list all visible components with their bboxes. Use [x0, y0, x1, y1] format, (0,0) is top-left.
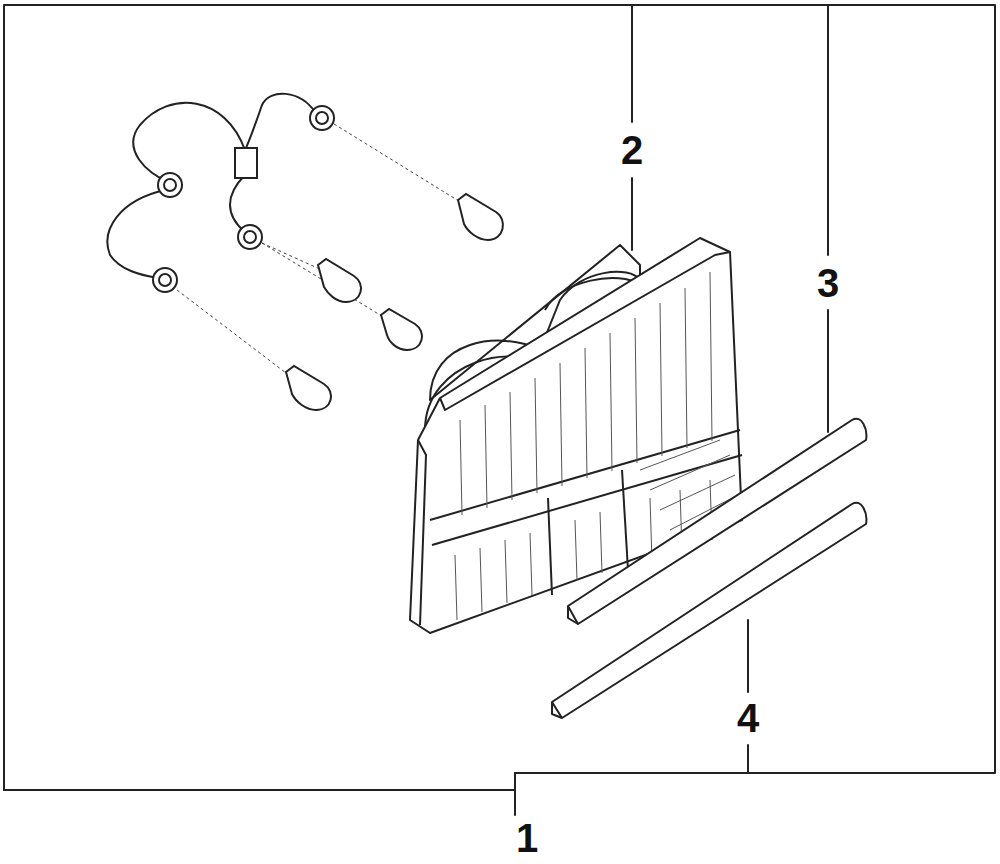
lens-hatching [455, 272, 738, 620]
leader-line [631, 178, 633, 250]
callout-number: 4 [734, 696, 762, 740]
group-bracket [4, 789, 515, 791]
lamp-housing [410, 238, 742, 633]
leader-line [631, 5, 633, 122]
bulb [286, 194, 503, 410]
callout-number: 3 [814, 261, 842, 305]
leader-line [514, 773, 516, 815]
assembly-line [177, 124, 462, 376]
group-bracket [4, 5, 995, 790]
leader-line [747, 745, 749, 773]
moulding-strip [552, 419, 866, 718]
wiring-harness [107, 94, 334, 292]
callout-number: 1 [513, 816, 541, 860]
callout-number: 2 [618, 128, 646, 172]
leader-line [827, 310, 829, 432]
leader-line [827, 5, 829, 255]
leader-line [747, 620, 749, 692]
